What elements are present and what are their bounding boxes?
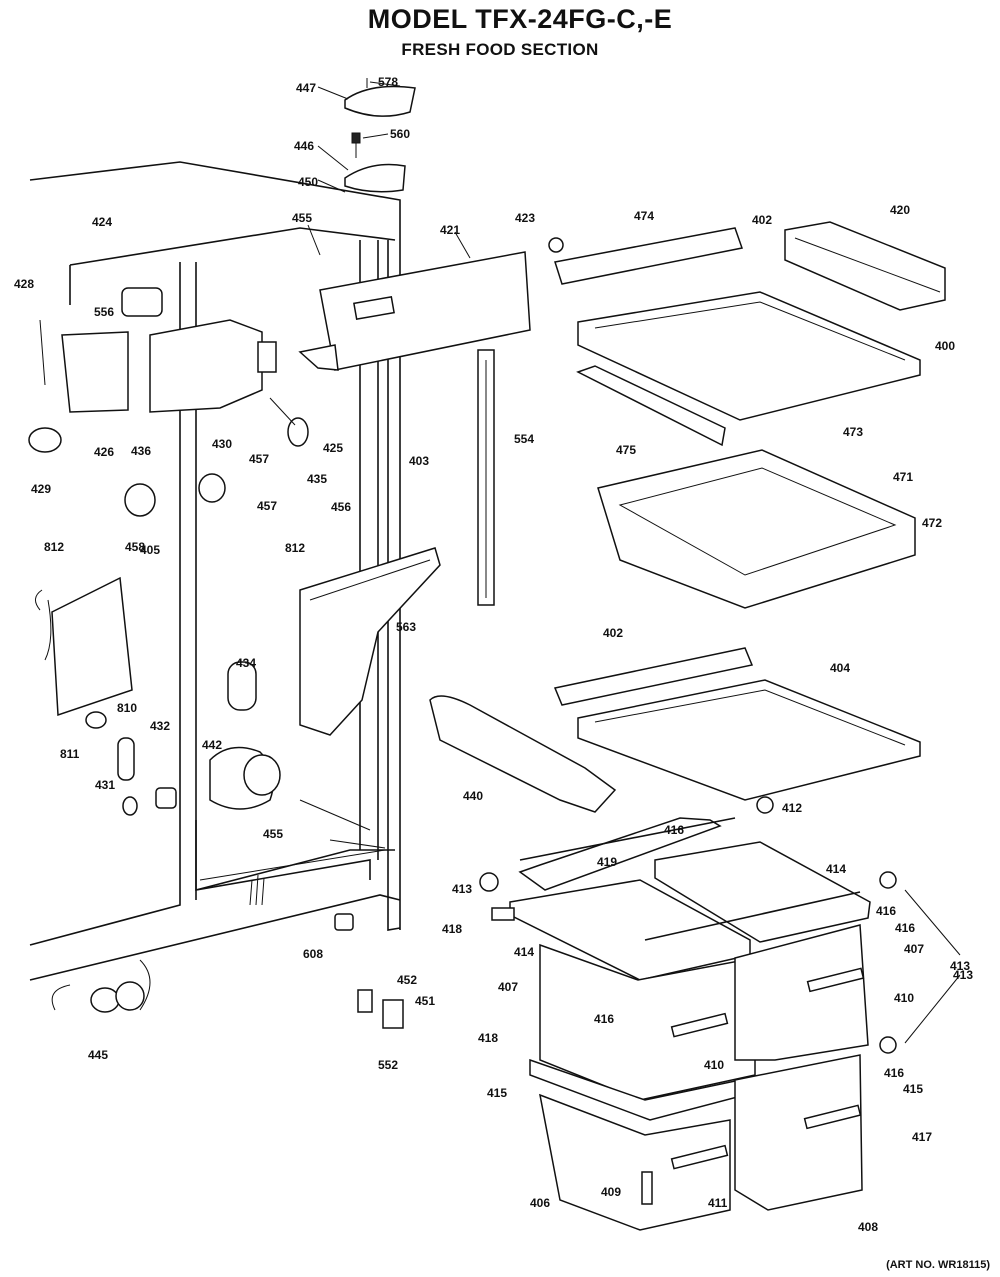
callout-435: 435 [307, 472, 327, 486]
crisper-drawers-upper [539, 924, 869, 1101]
callout-425: 425 [323, 441, 343, 455]
top-hinge-assembly [317, 78, 416, 193]
callout-414: 414 [826, 862, 846, 876]
callout-552: 552 [378, 1058, 398, 1072]
control-panel [298, 224, 531, 371]
callout-455: 455 [263, 827, 283, 841]
art-number: (ART NO. WR18115) [886, 1259, 990, 1271]
damper-assembly [209, 661, 281, 810]
callout-416: 416 [876, 904, 896, 918]
callout-556: 556 [94, 305, 114, 319]
callout-811: 811 [60, 747, 80, 761]
callout-451: 451 [415, 994, 435, 1008]
callout-419: 419 [597, 855, 617, 869]
callout-474: 474 [634, 209, 654, 223]
crisper-drawers-lower [529, 1054, 863, 1231]
callout-413: 413 [953, 968, 973, 982]
section-subtitle: FRESH FOOD SECTION [401, 40, 599, 59]
callout-458: 458 [125, 540, 145, 554]
callout-406: 406 [530, 1196, 550, 1210]
callout-812: 812 [285, 541, 305, 555]
callout-432: 432 [150, 719, 170, 733]
callout-421: 421 [440, 223, 460, 237]
callout-402: 402 [752, 213, 772, 227]
callout-457: 457 [249, 452, 269, 466]
callout-471: 471 [893, 470, 913, 484]
callout-447: 447 [296, 81, 316, 95]
callout-455: 455 [292, 211, 312, 225]
callout-416: 416 [594, 1012, 614, 1026]
callout-473: 473 [843, 425, 863, 439]
callout-400: 400 [935, 339, 955, 353]
callout-409: 409 [601, 1185, 621, 1199]
callout-407: 407 [904, 942, 924, 956]
shelf-upper [548, 221, 946, 447]
callout-417: 417 [912, 1130, 932, 1144]
callout-420: 420 [890, 203, 910, 217]
callout-560: 560 [390, 127, 410, 141]
callout-436: 436 [131, 444, 151, 458]
model-title: MODEL TFX-24FG-C,-E [367, 4, 673, 34]
callout-416: 416 [884, 1066, 904, 1080]
callout-416: 416 [895, 921, 915, 935]
callout-475: 475 [616, 443, 636, 457]
callout-408: 408 [858, 1220, 878, 1234]
callout-428: 428 [14, 277, 34, 291]
callout-578: 578 [378, 75, 398, 89]
callout-424: 424 [92, 215, 112, 229]
small-clips [479, 796, 961, 1054]
crisper-cover [491, 817, 871, 981]
callout-608: 608 [303, 947, 323, 961]
callout-563: 563 [396, 620, 416, 634]
callout-554: 554 [514, 432, 534, 446]
callout-431: 431 [95, 778, 115, 792]
callout-456: 456 [331, 500, 351, 514]
callout-416: 416 [664, 823, 684, 837]
callout-418: 418 [478, 1031, 498, 1045]
thermostat-box [61, 287, 277, 413]
callout-423: 423 [515, 211, 535, 225]
callout-404: 404 [830, 661, 850, 675]
light-bracket-assembly [35, 576, 177, 816]
callout-410: 410 [704, 1058, 724, 1072]
callout-445: 445 [88, 1048, 108, 1062]
callout-412: 412 [782, 801, 802, 815]
shelf-ladder [477, 349, 495, 606]
callout-415: 415 [903, 1082, 923, 1096]
callout-403: 403 [409, 454, 429, 468]
callout-442: 442 [202, 738, 222, 752]
callout-405: 405 [140, 543, 160, 557]
callout-410: 410 [894, 991, 914, 1005]
callout-450: 450 [298, 175, 318, 189]
callout-415: 415 [487, 1086, 507, 1100]
callout-413: 413 [950, 959, 970, 973]
callout-413: 413 [452, 882, 472, 896]
callout-440: 440 [463, 789, 483, 803]
callout-labels: 447 578 560 446 450 421 423 474 402 420 424 455 428 5… [14, 75, 973, 1234]
small-controls [28, 319, 309, 517]
callout-457: 457 [257, 499, 277, 513]
meat-pan [597, 449, 916, 609]
callout-407: 407 [498, 980, 518, 994]
adjustable-dairy-bracket [299, 547, 441, 736]
callout-812: 812 [44, 540, 64, 554]
callout-418: 418 [442, 922, 462, 936]
callout-402: 402 [603, 626, 623, 640]
callout-446: 446 [294, 139, 314, 153]
callout-472: 472 [922, 516, 942, 530]
shelf-lower [429, 647, 921, 813]
callout-429: 429 [31, 482, 51, 496]
callout-426: 426 [94, 445, 114, 459]
callout-452: 452 [397, 973, 417, 987]
light-socket-assembly [51, 913, 404, 1029]
callout-430: 430 [212, 437, 232, 451]
callout-810: 810 [117, 701, 137, 715]
callout-411: 411 [708, 1196, 728, 1210]
callout-414: 414 [514, 945, 534, 959]
callout-434: 434 [236, 656, 256, 670]
